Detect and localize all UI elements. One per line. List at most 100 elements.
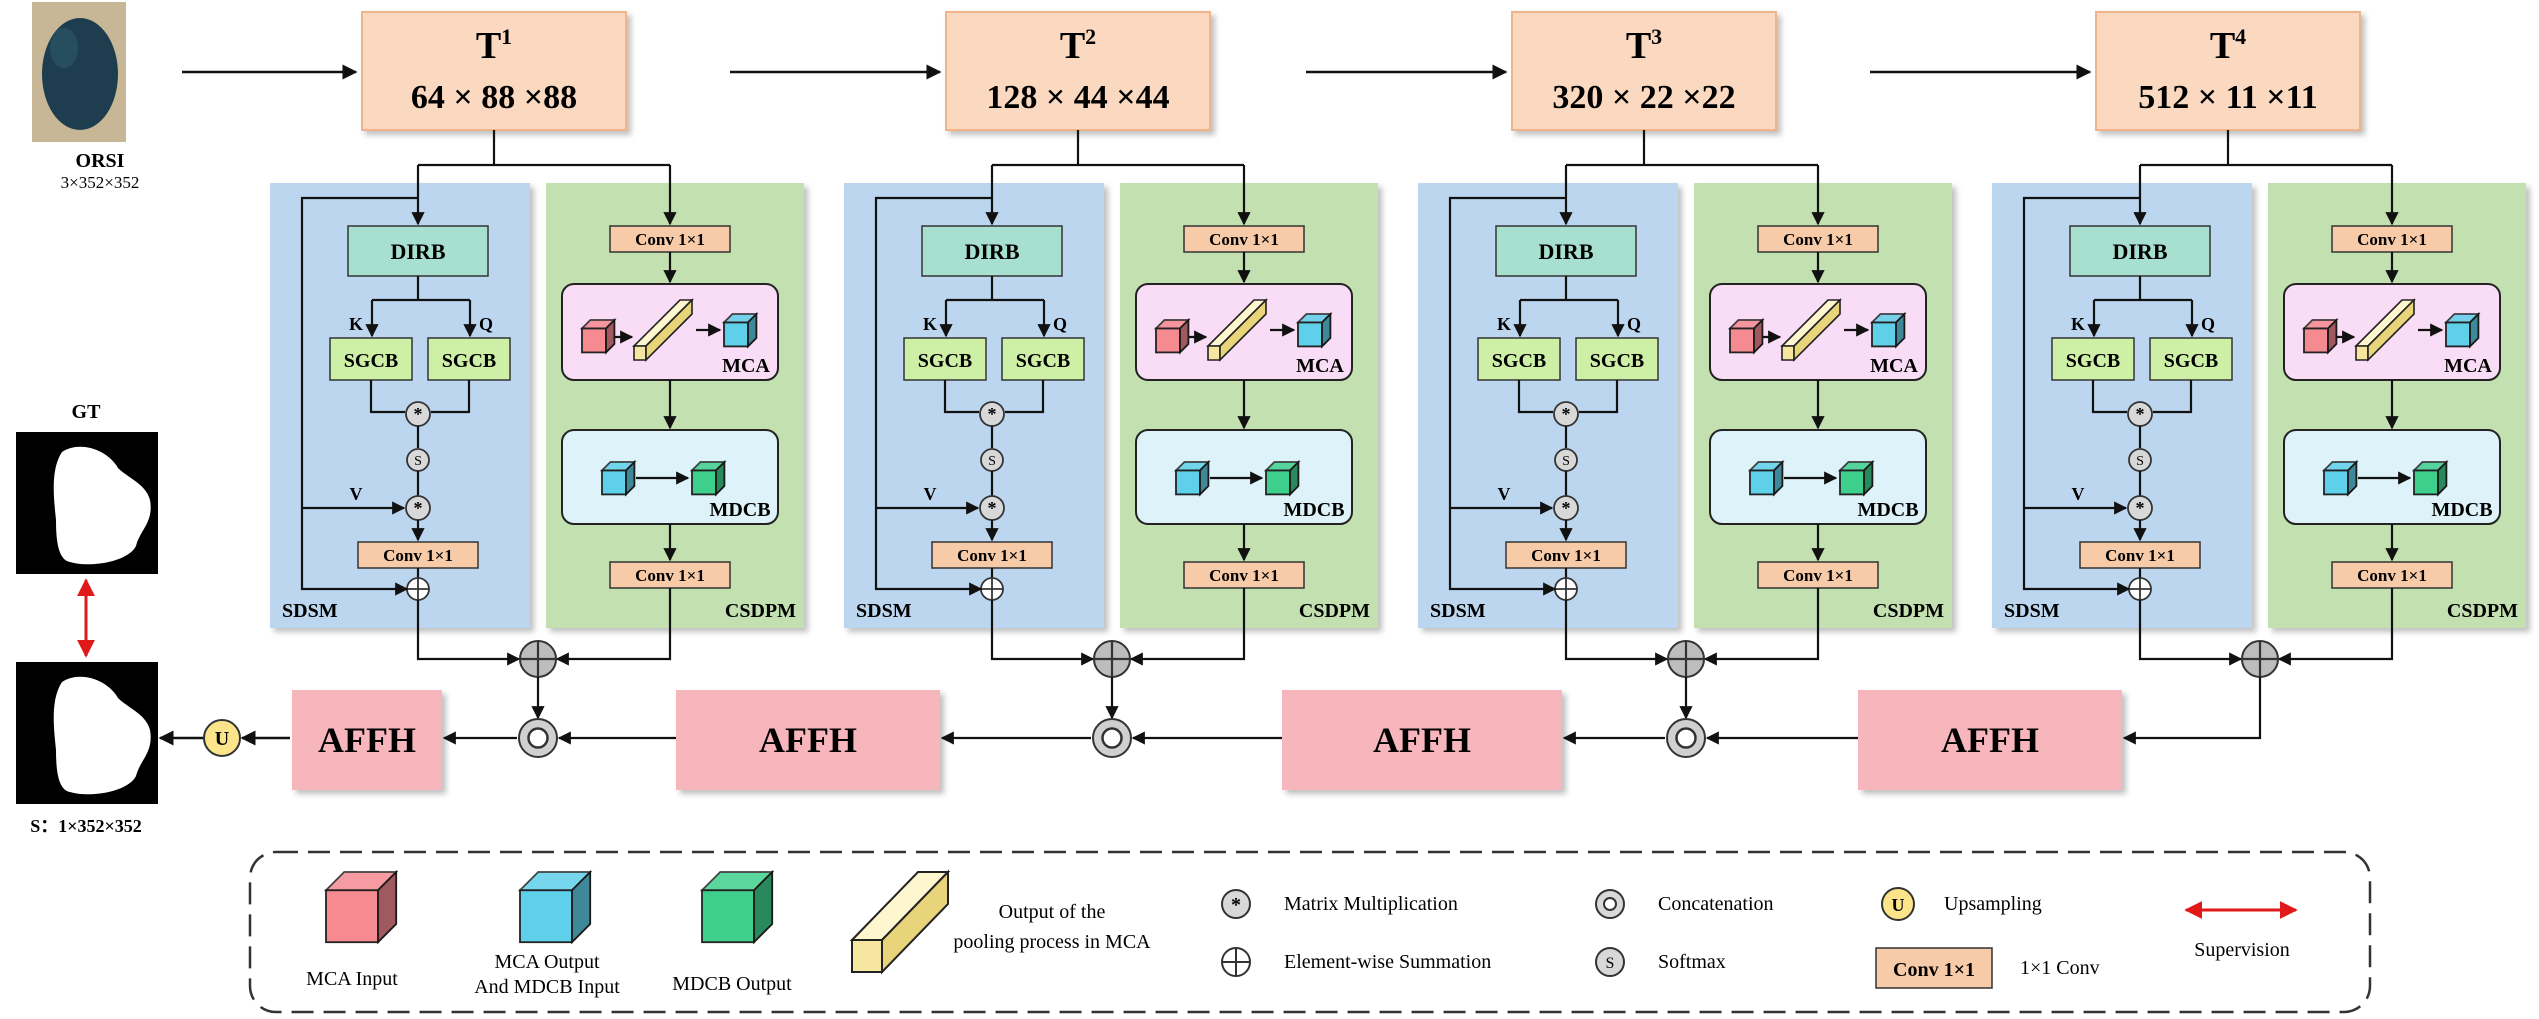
sdsm-conv-box: [1505, 541, 1627, 569]
csdpm-to-merge: [1703, 588, 1820, 666]
t1-box: [361, 11, 627, 131]
q-label: Q: [1053, 314, 1067, 334]
t-base: T: [2210, 25, 2235, 67]
orsi-lake: [42, 18, 118, 130]
csdpm-conv-top-label: Conv 1×1: [635, 230, 705, 249]
upsample-icon: [203, 719, 241, 757]
matrix-mult-icon: [1221, 889, 1251, 919]
affh-label-1: AFFH: [318, 720, 416, 760]
mdcb-input-cube: [599, 459, 637, 497]
svg-text:*: *: [988, 404, 997, 424]
dirb-label: DIRB: [964, 239, 1019, 264]
sgcb-box-k: [1477, 337, 1561, 381]
k-label: K: [2071, 314, 2085, 334]
v-label: V: [924, 484, 937, 504]
t-sup: 3: [1651, 24, 1662, 49]
svg-text:*: *: [988, 498, 997, 518]
csdpm-to-merge: [1129, 588, 1246, 666]
sgcb-box-k: [903, 337, 987, 381]
dirb-box: [921, 225, 1063, 277]
sdsm-conv-label: Conv 1×1: [957, 546, 1027, 565]
t4-box: [2095, 11, 2361, 131]
matrix-mult-op-1: *: [405, 401, 431, 427]
t1-shape: 64 × 88 ×88: [411, 79, 577, 116]
t-base: T: [1060, 25, 1085, 67]
concat-op-3: [1666, 718, 1706, 758]
legend-cyan-cube: [517, 869, 593, 945]
t3-shape: 320 × 22 ×22: [1552, 79, 1735, 116]
sgcb-box-q: [1001, 337, 1085, 381]
legend-pooling-line2: pooling process in MCA: [953, 931, 1151, 953]
sdsm-conv-box: [357, 541, 479, 569]
merge-sum-op-1: [519, 640, 557, 678]
dirb-box: [1495, 225, 1637, 277]
legend-green-cube: [699, 869, 775, 945]
svg-text:*: *: [1562, 498, 1571, 518]
sgcb-box-q: [427, 337, 511, 381]
v-label: V: [1498, 484, 1511, 504]
csdpm-conv-bottom: [609, 561, 731, 589]
mca-label: MCA: [722, 355, 770, 377]
mca-label: MCA: [2444, 355, 2492, 377]
mca-pool-bar: [2354, 298, 2416, 362]
mca-input-cube: [1727, 317, 1765, 355]
sgcb-box-k: [329, 337, 413, 381]
softmax-symbol: S: [414, 454, 422, 469]
sdsm-to-merge: [1564, 600, 1669, 666]
mdcb-label: MDCB: [2431, 499, 2492, 521]
legend: MCA Input MCA Output And MDCB Input MDCB…: [248, 850, 2372, 1014]
t-sup: 1: [501, 24, 512, 49]
sdsm-sum-op: [406, 577, 430, 601]
mdcb-label: MDCB: [1857, 499, 1918, 521]
v-label: V: [350, 484, 363, 504]
sdsm-label: SDSM: [856, 600, 912, 622]
gt-map: GT: [16, 401, 158, 574]
sdsm-residual: [2022, 196, 2140, 596]
dirb-box: [2069, 225, 2211, 277]
t3-title: T3: [1626, 24, 1662, 67]
legend-softmax-symbol: S: [1606, 955, 1615, 972]
t-sup: 4: [2235, 24, 2246, 49]
sgcb-label-k: SGCB: [918, 350, 972, 372]
q-label: Q: [479, 314, 493, 334]
legend-element-sum: Element-wise Summation: [1284, 951, 1491, 973]
mdcb-input-cube: [2321, 459, 2359, 497]
sgcb-q-to-mult: [2153, 380, 2193, 414]
matrix-mult-op-2: *: [405, 495, 431, 521]
softmax-symbol: S: [1562, 454, 1570, 469]
sdsm-residual: [874, 196, 992, 596]
legend-mca-output-cube: [517, 869, 593, 945]
t-base: T: [476, 25, 501, 67]
sdsm-sum-op: [1554, 577, 1578, 601]
merge4-to-affh4: [2122, 677, 2262, 745]
svg-text:*: *: [2136, 404, 2145, 424]
sdsm-conv-label: Conv 1×1: [1531, 546, 1601, 565]
softmax-symbol: S: [2136, 454, 2144, 469]
legend-pooling-bar: [849, 869, 951, 975]
matrix-mult-op-2: *: [2127, 495, 2153, 521]
mdcb-output-cube: [1837, 459, 1875, 497]
mdcb-label: MDCB: [709, 499, 770, 521]
legend-matrix-mult: Matrix Multiplication: [1284, 893, 1458, 915]
merge-sum-op-4: [2241, 640, 2279, 678]
legend-upsample-symbol: U: [1892, 895, 1905, 915]
upsample-symbol: U: [215, 728, 229, 750]
sgcb-label-k: SGCB: [344, 350, 398, 372]
mca-input-cube: [2301, 317, 2339, 355]
dirb-box: [347, 225, 489, 277]
affh-box-3: [1282, 690, 1562, 790]
t2-shape: 128 × 44 ×44: [986, 79, 1169, 116]
sdsm-label: SDSM: [282, 600, 338, 622]
legend-mca-input-cube: [323, 869, 399, 945]
mdcb-output-cube: [689, 459, 727, 497]
legend-conv-box-label: Conv 1×1: [1893, 959, 1975, 981]
t-base: T: [1626, 25, 1651, 67]
sdsm-to-merge: [990, 600, 1095, 666]
legend-pooling-line1: Output of the: [999, 901, 1106, 923]
csdpm-conv-top-label: Conv 1×1: [1783, 230, 1853, 249]
sgcb-label-q: SGCB: [2164, 350, 2218, 372]
csdpm-label: CSDPM: [1873, 600, 1944, 622]
svg-text:*: *: [414, 404, 423, 424]
